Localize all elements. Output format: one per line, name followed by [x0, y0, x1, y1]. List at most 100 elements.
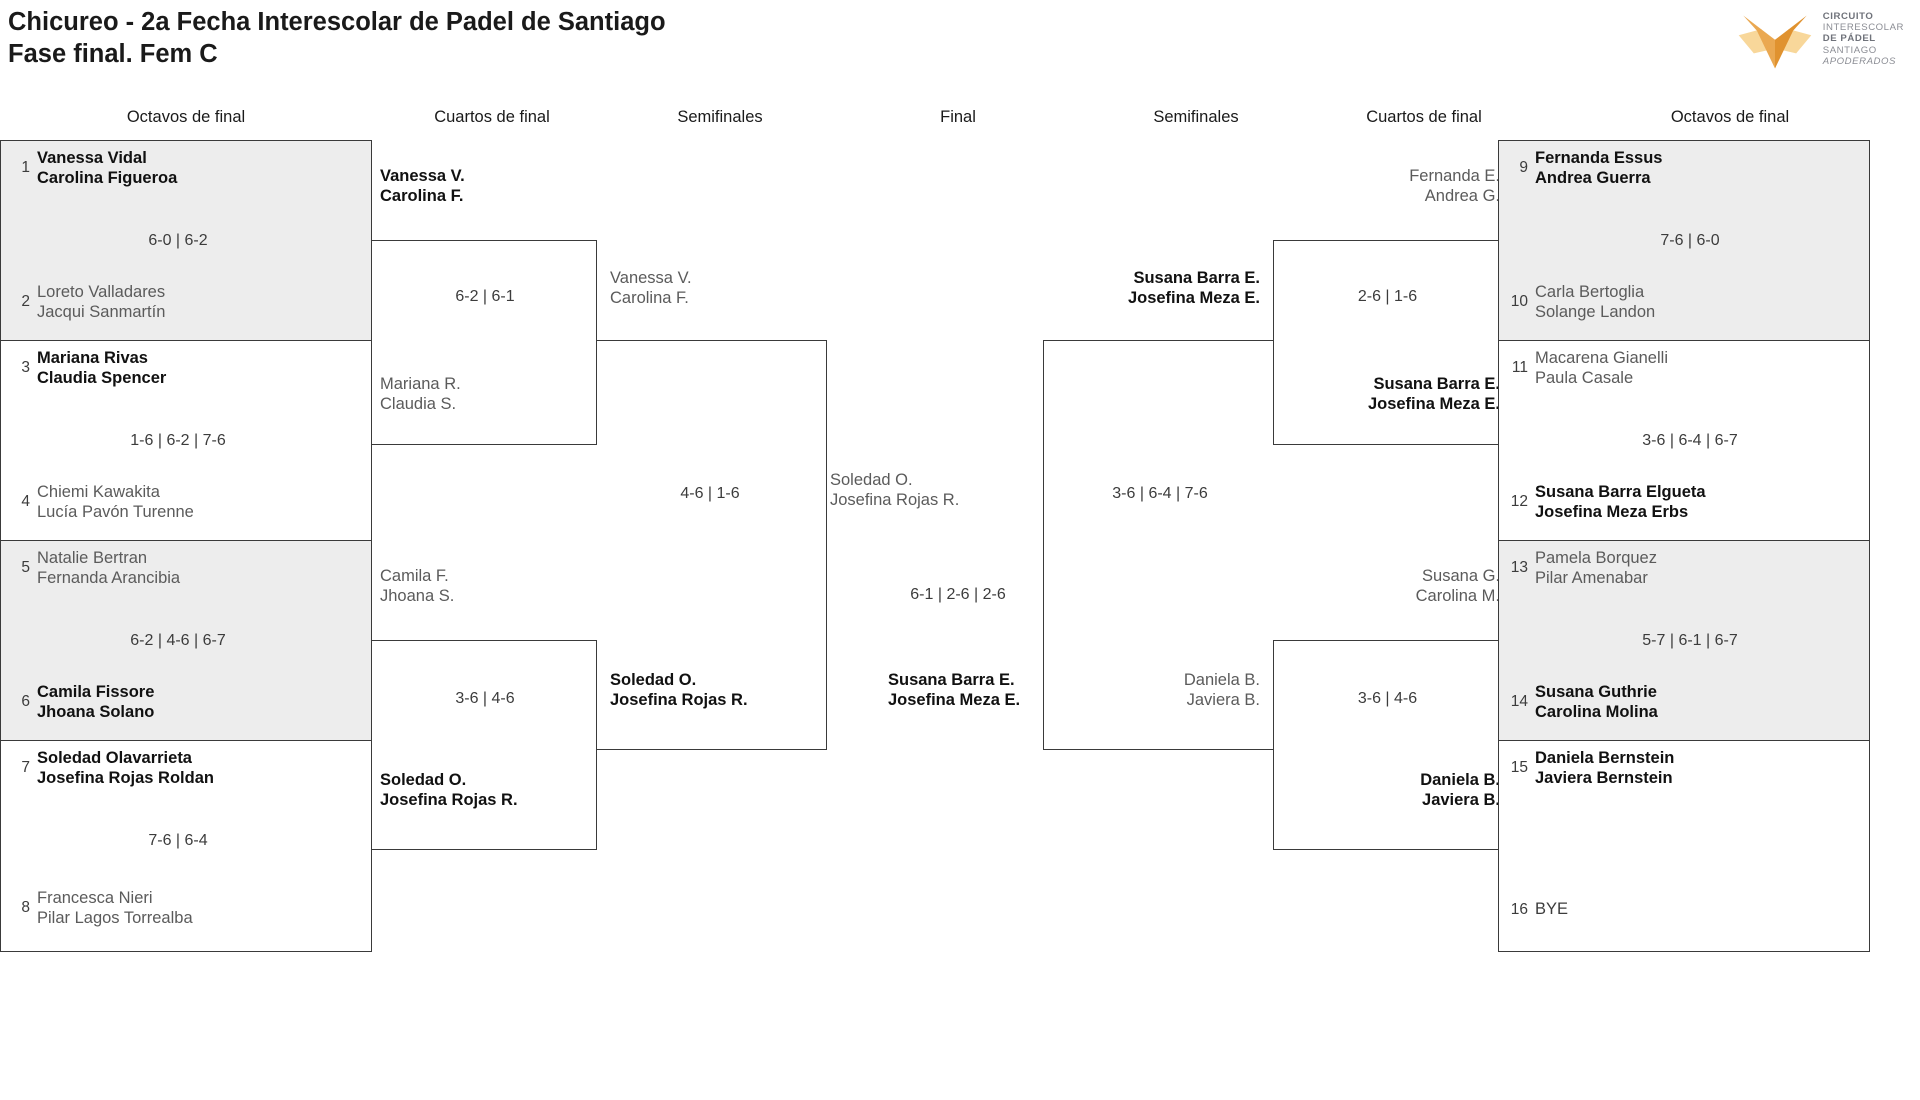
- round-header-left-qf: Cuartos de final: [434, 108, 550, 126]
- qf-connector-right-1: [1273, 240, 1498, 445]
- round-header-final: Final: [940, 108, 976, 126]
- seed-number: 10: [1510, 293, 1528, 311]
- seed-number: 2: [21, 293, 30, 311]
- qf-connector-right-2: [1273, 640, 1498, 850]
- qf-right-team-1[interactable]: Fernanda E. Andrea G.: [1409, 167, 1500, 206]
- final-team-1[interactable]: Soledad O. Josefina Rojas R.: [830, 471, 960, 510]
- list-item[interactable]: 11 Macarena Gianelli Paula Casale: [1506, 348, 1866, 388]
- logo-line-2: INTERESCOLAR: [1822, 22, 1904, 34]
- page-title: Chicureo - 2a Fecha Interescolar de Pade…: [8, 6, 666, 70]
- r16-match-box-8[interactable]: [1498, 740, 1870, 952]
- logo-arrow-icon: [1738, 15, 1812, 69]
- sf-connector-right: [1043, 340, 1273, 750]
- team-names: Chiemi Kawakita Lucía Pavón Turenne: [37, 483, 194, 522]
- r16-match-box-1[interactable]: [0, 140, 372, 340]
- list-item[interactable]: 1 Vanessa Vidal Carolina Figueroa: [8, 148, 368, 188]
- seed-number: 16: [1510, 900, 1528, 918]
- list-item[interactable]: 8 Francesca Nieri Pilar Lagos Torrealba: [8, 888, 368, 928]
- list-item[interactable]: 6 Camila Fissore Jhoana Solano: [8, 682, 368, 722]
- qf-left-team-4[interactable]: Soledad O. Josefina Rojas R.: [380, 771, 518, 810]
- list-item[interactable]: 7 Soledad Olavarrieta Josefina Rojas Rol…: [8, 748, 368, 788]
- seed-number: 9: [1519, 159, 1528, 177]
- qf-left-score-2: 3-6 | 4-6: [455, 690, 515, 707]
- team-names: Susana Guthrie Carolina Molina: [1535, 683, 1658, 722]
- team-names: Macarena Gianelli Paula Casale: [1535, 349, 1668, 388]
- seed-number: 1: [21, 159, 30, 177]
- list-item[interactable]: 10 Carla Bertoglia Solange Landon: [1506, 282, 1866, 322]
- r16-match-box-4[interactable]: [0, 740, 372, 952]
- team-names: Mariana Rivas Claudia Spencer: [37, 349, 167, 388]
- seed-number: 4: [21, 493, 30, 511]
- match-score: 7-6 | 6-4: [148, 832, 208, 849]
- seed-number: 14: [1510, 693, 1528, 711]
- list-item[interactable]: 15 Daniela Bernstein Javiera Bernstein: [1506, 748, 1866, 788]
- team-names: Fernanda Essus Andrea Guerra: [1535, 149, 1663, 188]
- seed-number: 11: [1511, 359, 1528, 377]
- qf-left-score-1: 6-2 | 6-1: [455, 288, 515, 305]
- team-names: Vanessa Vidal Carolina Figueroa: [37, 149, 178, 188]
- tournament-logo: CIRCUITO INTERESCOLAR DE PÁDEL SANTIAGO …: [1737, 8, 1904, 70]
- round-header-right-qf: Cuartos de final: [1366, 108, 1482, 126]
- team-names: Francesca Nieri Pilar Lagos Torrealba: [37, 889, 193, 928]
- r16-match-box-2[interactable]: [0, 340, 372, 540]
- round-header-right-r16: Octavos de final: [1670, 108, 1790, 126]
- match-score: 1-6 | 6-2 | 7-6: [130, 432, 226, 449]
- final-team-2[interactable]: Susana Barra E. Josefina Meza E.: [888, 671, 1021, 710]
- team-names: Pamela Borquez Pilar Amenabar: [1535, 549, 1657, 588]
- match-score: 6-2 | 4-6 | 6-7: [130, 632, 226, 649]
- list-item[interactable]: 9 Fernanda Essus Andrea Guerra: [1506, 148, 1866, 188]
- list-item[interactable]: 3 Mariana Rivas Claudia Spencer: [8, 348, 368, 388]
- team-names: Susana Barra Elgueta Josefina Meza Erbs: [1535, 483, 1706, 522]
- r16-match-box-6[interactable]: [1498, 340, 1870, 540]
- seed-number: 6: [21, 693, 30, 711]
- sf-left-team-2[interactable]: Soledad O. Josefina Rojas R.: [610, 671, 748, 710]
- qf-right-score-1: 2-6 | 1-6: [1357, 288, 1418, 305]
- match-score: 6-0 | 6-2: [148, 232, 208, 249]
- round-header-left-sf: Semifinales: [677, 108, 763, 126]
- list-item[interactable]: 12 Susana Barra Elgueta Josefina Meza Er…: [1506, 482, 1866, 522]
- team-names: Loreto Valladares Jacqui Sanmartín: [37, 283, 166, 322]
- list-item[interactable]: 5 Natalie Bertran Fernanda Arancibia: [8, 548, 368, 588]
- logo-wordmark: CIRCUITO INTERESCOLAR DE PÁDEL SANTIAGO …: [1823, 11, 1904, 68]
- round-header-left-r16: Octavos de final: [126, 108, 246, 126]
- qf-left-team-3[interactable]: Camila F. Jhoana S.: [380, 567, 455, 606]
- sf-right-team-2[interactable]: Daniela B. Javiera B.: [1183, 671, 1260, 710]
- final-score: 6-1 | 2-6 | 2-6: [910, 586, 1006, 603]
- match-score: 5-7 | 6-1 | 6-7: [1642, 632, 1738, 649]
- seed-number: 15: [1510, 759, 1528, 777]
- qf-right-score-2: 3-6 | 4-6: [1357, 690, 1418, 707]
- r16-match-box-5[interactable]: [1498, 140, 1870, 340]
- list-item[interactable]: 14 Susana Guthrie Carolina Molina: [1506, 682, 1866, 722]
- seed-number: 5: [21, 559, 30, 577]
- seed-number: 13: [1510, 559, 1528, 577]
- logo-line-5: APODERADOS: [1822, 55, 1896, 67]
- title-line-1: Chicureo - 2a Fecha Interescolar de Pade…: [8, 8, 666, 36]
- qf-right-team-4[interactable]: Daniela B. Javiera B.: [1420, 771, 1500, 810]
- seed-number: 12: [1510, 493, 1528, 511]
- sf-right-score: 3-6 | 6-4 | 7-6: [1112, 485, 1208, 502]
- sf-left-team-1[interactable]: Vanessa V. Carolina F.: [610, 269, 692, 308]
- seed-number: 8: [21, 899, 30, 917]
- list-item[interactable]: 2 Loreto Valladares Jacqui Sanmartín: [8, 282, 368, 322]
- team-names: Carla Bertoglia Solange Landon: [1535, 283, 1656, 322]
- list-item[interactable]: 13 Pamela Borquez Pilar Amenabar: [1506, 548, 1866, 588]
- list-item[interactable]: 4 Chiemi Kawakita Lucía Pavón Turenne: [8, 482, 368, 522]
- bye-label: BYE: [1535, 900, 1569, 918]
- qf-connector-left-1: [372, 240, 597, 445]
- title-line-2: Fase final. Fem C: [8, 40, 218, 69]
- sf-left-score: 4-6 | 1-6: [680, 485, 740, 502]
- logo-line-4: SANTIAGO: [1822, 44, 1877, 56]
- list-item[interactable]: 16 BYE: [1506, 900, 1866, 919]
- r16-match-box-7[interactable]: [1498, 540, 1870, 740]
- qf-left-team-2[interactable]: Mariana R. Claudia S.: [380, 375, 461, 414]
- sf-right-team-1[interactable]: Susana Barra E. Josefina Meza E.: [1127, 269, 1260, 308]
- sf-connector-left: [597, 340, 827, 750]
- qf-right-team-3[interactable]: Susana G. Carolina M.: [1415, 567, 1500, 606]
- r16-match-box-3[interactable]: [0, 540, 372, 740]
- qf-right-team-2[interactable]: Susana Barra E. Josefina Meza E.: [1367, 375, 1500, 414]
- match-score: 3-6 | 6-4 | 6-7: [1642, 432, 1738, 449]
- seed-number: 7: [21, 759, 30, 777]
- qf-left-team-1[interactable]: Vanessa V. Carolina F.: [380, 167, 465, 206]
- qf-connector-left-2: [372, 640, 597, 850]
- round-header-right-sf: Semifinales: [1153, 108, 1239, 126]
